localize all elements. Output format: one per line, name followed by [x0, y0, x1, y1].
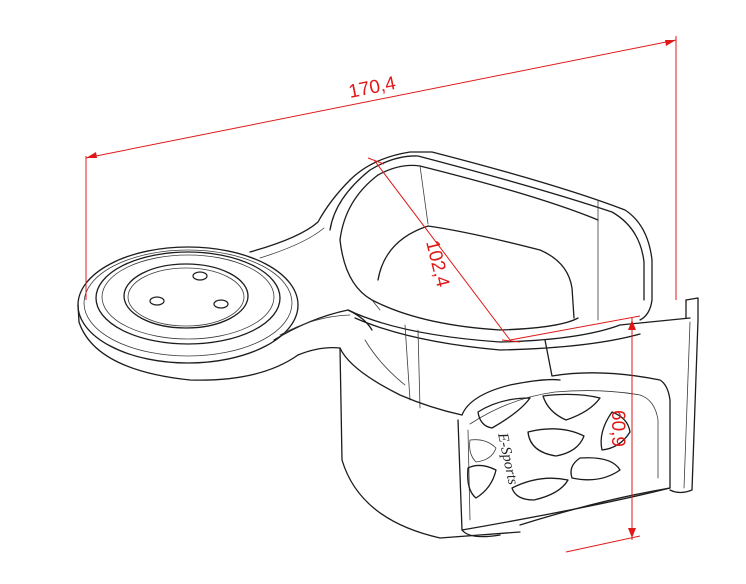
- bracket-clip: E-Sports: [457, 297, 699, 538]
- mount-disc: [77, 246, 299, 381]
- vent-slots: [467, 393, 631, 501]
- cup-holder: [329, 151, 691, 539]
- dimension-overall-length: 170,4: [85, 36, 677, 300]
- screw-hole-right: [213, 299, 229, 309]
- connector-neck: [249, 179, 373, 356]
- screw-hole-left: [149, 296, 165, 306]
- height-label: 60,9: [607, 410, 628, 447]
- cup-diameter-label: 102,4: [421, 238, 453, 290]
- screw-hole-top: [192, 271, 208, 281]
- logo-text: E-Sports: [494, 431, 521, 487]
- dimension-height: 60,9: [509, 315, 641, 553]
- overall-length-label: 170,4: [347, 73, 398, 103]
